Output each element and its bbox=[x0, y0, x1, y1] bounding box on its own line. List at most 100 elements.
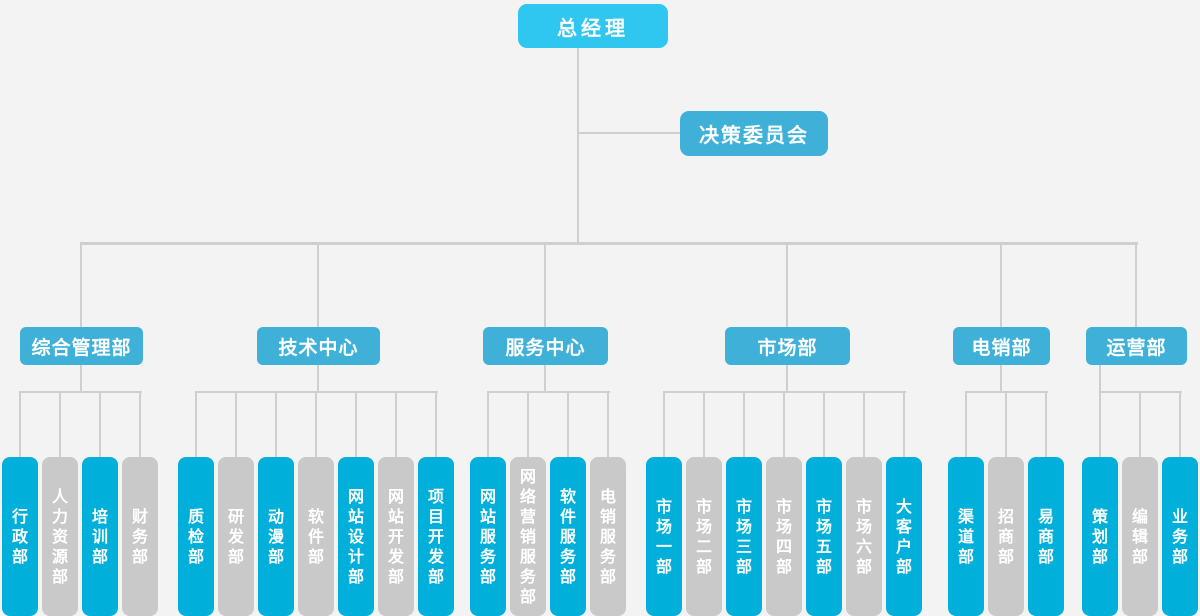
child-box-3-5: 市场六部 bbox=[846, 457, 882, 616]
child-label-1-1: 研发部 bbox=[228, 506, 245, 566]
connector-drop-child-0-3 bbox=[139, 392, 141, 457]
child-label-0-1: 人力资源部 bbox=[52, 486, 69, 586]
connector-stem-dept-0 bbox=[80, 365, 82, 393]
child-box-3-0: 市场一部 bbox=[646, 457, 682, 616]
child-box-1-6: 项目开发部 bbox=[418, 457, 454, 616]
child-label-3-6: 大客户部 bbox=[896, 496, 913, 576]
child-label-3-3: 市场四部 bbox=[776, 496, 793, 576]
connector-drop-child-1-3 bbox=[315, 392, 317, 457]
connector-drop-child-2-2 bbox=[567, 392, 569, 457]
connector-committee-branch bbox=[578, 132, 680, 134]
connector-drop-child-2-3 bbox=[607, 392, 609, 457]
child-box-0-0: 行政部 bbox=[2, 457, 38, 616]
child-box-1-1: 研发部 bbox=[218, 457, 254, 616]
connector-stem-dept-5 bbox=[1099, 365, 1101, 393]
dept-label-3: 市场部 bbox=[757, 336, 818, 359]
root-label: 总经理 bbox=[557, 15, 629, 40]
child-box-4-1: 招商部 bbox=[988, 457, 1024, 616]
child-label-2-1: 网络营销服务部 bbox=[520, 466, 537, 606]
connector-drop-child-0-1 bbox=[59, 392, 61, 457]
child-label-3-0: 市场一部 bbox=[656, 496, 673, 576]
connector-drop-dept-1 bbox=[317, 244, 319, 327]
child-box-3-3: 市场四部 bbox=[766, 457, 802, 616]
child-label-1-6: 项目开发部 bbox=[428, 486, 445, 586]
child-box-3-4: 市场五部 bbox=[806, 457, 842, 616]
child-box-1-4: 网站设计部 bbox=[338, 457, 374, 616]
root-node-general-manager: 总经理 bbox=[518, 4, 668, 48]
child-label-3-1: 市场二部 bbox=[696, 496, 713, 576]
child-label-0-3: 财务部 bbox=[132, 506, 149, 566]
child-label-5-0: 策划部 bbox=[1092, 506, 1109, 566]
connector-drop-child-2-1 bbox=[527, 392, 529, 457]
connector-drop-child-0-2 bbox=[99, 392, 101, 457]
child-label-3-2: 市场三部 bbox=[736, 496, 753, 576]
child-box-4-2: 易商部 bbox=[1028, 457, 1064, 616]
child-box-2-2: 软件服务部 bbox=[550, 457, 586, 616]
connector-drop-child-3-4 bbox=[823, 392, 825, 457]
connector-drop-dept-0 bbox=[80, 244, 82, 327]
connector-drop-child-4-2 bbox=[1045, 392, 1047, 457]
child-label-0-0: 行政部 bbox=[12, 506, 29, 566]
connector-drop-child-1-1 bbox=[235, 392, 237, 457]
connector-drop-child-1-2 bbox=[275, 392, 277, 457]
dept-box-5: 运营部 bbox=[1086, 327, 1187, 365]
connector-bus-dept-0 bbox=[19, 391, 142, 393]
dept-box-3: 市场部 bbox=[725, 327, 850, 365]
child-box-1-3: 软件部 bbox=[298, 457, 334, 616]
child-label-2-3: 电销服务部 bbox=[600, 486, 617, 586]
dept-label-4: 电销部 bbox=[971, 336, 1032, 359]
connector-bus-dept-2 bbox=[487, 391, 610, 393]
child-box-5-2: 业务部 bbox=[1162, 457, 1198, 616]
committee-node: 决策委员会 bbox=[680, 111, 828, 156]
child-label-2-0: 网站服务部 bbox=[480, 486, 497, 586]
child-label-3-5: 市场六部 bbox=[856, 496, 873, 576]
connector-drop-child-1-5 bbox=[395, 392, 397, 457]
connector-drop-child-4-0 bbox=[965, 392, 967, 457]
connector-root-stem bbox=[577, 48, 579, 244]
connector-drop-child-1-6 bbox=[435, 392, 437, 457]
connector-stem-dept-3 bbox=[786, 365, 788, 393]
connector-drop-child-4-1 bbox=[1005, 392, 1007, 457]
child-box-0-2: 培训部 bbox=[82, 457, 118, 616]
child-label-5-2: 业务部 bbox=[1172, 506, 1189, 566]
connector-stem-dept-2 bbox=[544, 365, 546, 393]
connector-drop-child-3-3 bbox=[783, 392, 785, 457]
dept-box-4: 电销部 bbox=[953, 327, 1050, 365]
connector-drop-child-5-0 bbox=[1099, 392, 1101, 457]
child-box-2-0: 网站服务部 bbox=[470, 457, 506, 616]
child-label-1-0: 质检部 bbox=[188, 506, 205, 566]
child-label-1-4: 网站设计部 bbox=[348, 486, 365, 586]
connector-drop-child-5-2 bbox=[1179, 392, 1181, 457]
child-box-3-2: 市场三部 bbox=[726, 457, 762, 616]
child-box-1-0: 质检部 bbox=[178, 457, 214, 616]
child-label-1-3: 软件部 bbox=[308, 506, 325, 566]
connector-drop-dept-2 bbox=[544, 244, 546, 327]
child-label-4-1: 招商部 bbox=[998, 506, 1015, 566]
connector-drop-child-1-0 bbox=[195, 392, 197, 457]
child-label-3-4: 市场五部 bbox=[816, 496, 833, 576]
child-box-3-1: 市场二部 bbox=[686, 457, 722, 616]
connector-stem-dept-4 bbox=[1000, 365, 1002, 393]
child-label-2-2: 软件服务部 bbox=[560, 486, 577, 586]
dept-box-1: 技术中心 bbox=[257, 327, 380, 365]
connector-level2-bus bbox=[80, 242, 1138, 245]
child-label-4-0: 渠道部 bbox=[958, 506, 975, 566]
connector-drop-child-3-6 bbox=[903, 392, 905, 457]
connector-stem-dept-1 bbox=[317, 365, 319, 393]
dept-label-0: 综合管理部 bbox=[31, 336, 132, 359]
dept-box-0: 综合管理部 bbox=[20, 327, 143, 365]
connector-drop-child-3-2 bbox=[743, 392, 745, 457]
dept-label-2: 服务中心 bbox=[505, 336, 586, 359]
child-box-2-1: 网络营销服务部 bbox=[510, 457, 546, 616]
dept-box-2: 服务中心 bbox=[483, 327, 608, 365]
connector-drop-dept-4 bbox=[1000, 244, 1002, 327]
child-box-1-2: 动漫部 bbox=[258, 457, 294, 616]
child-box-5-0: 策划部 bbox=[1082, 457, 1118, 616]
child-box-0-1: 人力资源部 bbox=[42, 457, 78, 616]
child-label-1-2: 动漫部 bbox=[268, 506, 285, 566]
connector-drop-child-3-1 bbox=[703, 392, 705, 457]
child-box-5-1: 编辑部 bbox=[1122, 457, 1158, 616]
child-label-0-2: 培训部 bbox=[92, 506, 109, 566]
dept-label-5: 运营部 bbox=[1106, 336, 1167, 359]
